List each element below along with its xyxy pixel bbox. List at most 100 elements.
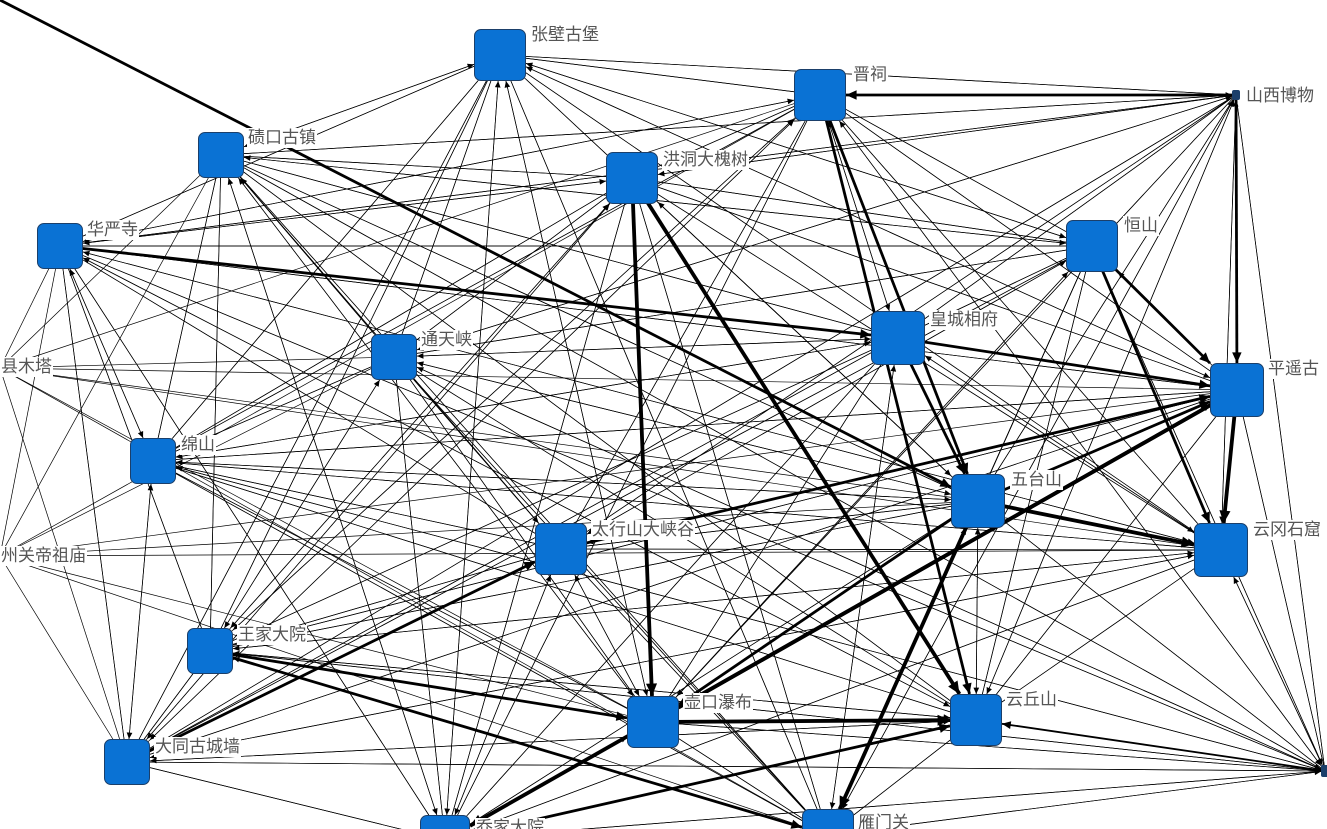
edge-yanmen-zhangbi — [510, 80, 826, 829]
arrowhead-yanmen-shanxi_museum — [1227, 100, 1234, 107]
node-label-yungang: 云冈石窟 — [1252, 520, 1322, 540]
arrowhead-hukou-taihang — [574, 575, 581, 582]
node-jinci[interactable] — [794, 69, 846, 121]
arrowhead-hengshan-qikou — [244, 155, 251, 161]
node-label-wutai: 五台山 — [1010, 470, 1063, 490]
edge-huayan-jinci — [59, 99, 795, 247]
node-wangjia[interactable] — [187, 628, 233, 674]
edge-datong-shanxi_museum — [126, 97, 1233, 763]
edge-taihang-wutai — [560, 503, 952, 550]
node-qiaojia[interactable] — [420, 815, 470, 829]
node-east_edge[interactable] — [1321, 765, 1327, 777]
arrowhead-yungang-huayan — [83, 250, 90, 257]
node-taihang[interactable] — [535, 523, 587, 575]
arrowhead-east_edge-yungang — [1233, 577, 1240, 584]
arrowhead-datong-yungang — [1187, 553, 1194, 560]
edge-wangjia-hongdong — [209, 203, 610, 652]
edge-wutai-hongdong — [657, 202, 979, 502]
node-tongtian[interactable] — [371, 334, 417, 380]
node-hengshan[interactable] — [1066, 220, 1118, 272]
edge-muta-hukou — [0, 367, 654, 723]
arrowhead-taihang-hukou — [633, 689, 640, 696]
arrowhead-yunqiu-huayan — [83, 257, 90, 264]
edge-east_edge-hukou — [678, 723, 1326, 772]
edge-taihang-huayan — [82, 259, 562, 550]
node-shanxi_museum[interactable] — [1232, 90, 1240, 100]
edge-huayan-huangcheng — [59, 244, 872, 337]
edge-hengshan-zhangbi — [525, 63, 1093, 247]
node-mianshan[interactable] — [130, 438, 176, 484]
node-label-qiaojia: 乔家大院 — [475, 818, 545, 829]
node-label-hukou: 壶口瀑布 — [683, 693, 753, 713]
arrowhead-huayan-jinci — [787, 98, 794, 105]
arrowhead-hukou-hengshan — [1061, 272, 1069, 279]
edge-hongdong-jinci — [631, 106, 795, 179]
edge-east_edge-huayan — [82, 255, 1326, 772]
edge-yungang-shanxi_museum — [1220, 99, 1237, 551]
edge-yunqiu-qikou — [243, 171, 977, 721]
node-yunqiu[interactable] — [950, 694, 1002, 746]
node-hukou[interactable] — [627, 696, 679, 748]
arrowhead-wangjia-hukou — [615, 711, 627, 721]
arrowhead-huangcheng-wutai — [955, 462, 965, 474]
arrowhead-huayan-yunqiu — [943, 701, 950, 707]
edge-guandi-yungang — [0, 549, 1222, 557]
edge-muta-tongtian — [0, 356, 395, 369]
arrowhead-shanxi_museum-yunqiu — [986, 687, 992, 694]
edge-wutai-shanxi_museum — [977, 99, 1234, 502]
edge-jinci-zhangbi — [525, 57, 821, 96]
edge-datong-pingyao — [126, 398, 1211, 763]
node-qikou[interactable] — [198, 132, 244, 178]
node-zhangbi[interactable] — [474, 29, 526, 81]
node-yanmen[interactable] — [802, 809, 854, 829]
node-huangcheng[interactable] — [871, 311, 925, 365]
edge-huangcheng-shanxi_museum — [897, 97, 1233, 339]
node-label-zhangbi: 张壁古堡 — [530, 25, 600, 45]
edge-shanxi_museum-pingyao — [1234, 94, 1239, 364]
edge-qiaojia-tongtian — [396, 379, 445, 829]
arrowhead-tongtian-shanxi_museum — [1225, 95, 1232, 101]
node-pingyao[interactable] — [1210, 363, 1264, 417]
arrowhead-mianshan-huangcheng — [864, 340, 871, 347]
arrowhead-muta-wutai — [939, 478, 951, 488]
node-datong[interactable] — [104, 739, 150, 785]
edge-wutai-mianshan — [175, 461, 979, 502]
node-label-datong: 大同古城墙 — [154, 737, 241, 757]
arrowhead-shanxi_museum-pingyao — [1232, 352, 1242, 363]
edge-tongtian-shanxi_museum — [393, 95, 1233, 358]
edge-huangcheng-qikou — [243, 160, 899, 339]
arrowhead-hengshan-zhangbi — [526, 62, 533, 69]
node-yungang[interactable] — [1194, 523, 1248, 577]
edge-muta-wutai — [0, 0, 952, 489]
arrowhead-east_edge-tongtian — [417, 367, 424, 373]
node-huayan[interactable] — [37, 223, 83, 269]
edge-hengshan-yungang — [1090, 245, 1211, 524]
edge-hongdong-yunqiu — [630, 176, 962, 696]
edge-datong-huayan — [62, 268, 128, 763]
arrowhead-hukou-yunqiu — [937, 714, 950, 726]
edge-jinci-yunqiu — [818, 94, 971, 695]
edge-pingyao-hongdong — [657, 186, 1238, 391]
edge-east_edge-datong — [149, 761, 1326, 772]
edge-datong-huangcheng — [126, 352, 872, 763]
node-label-huayan: 华严寺 — [86, 220, 139, 240]
node-label-qikou: 碛口古镇 — [247, 128, 317, 148]
edge-yunqiu-shanxi_museum — [975, 99, 1235, 721]
edge-east_edge-yungang — [1233, 576, 1326, 772]
arrowhead-datong-taihang — [523, 561, 535, 571]
arrowhead-east_edge-yunqiu — [1002, 721, 1012, 729]
node-label-huangcheng: 皇城相府 — [929, 310, 999, 330]
arrowhead-huayan-mianshan — [137, 431, 144, 438]
edge-yunqiu-wutai — [975, 527, 979, 721]
arrowhead-wutai-yungang — [1180, 536, 1194, 548]
edge-guandi-hukou — [0, 555, 654, 723]
arrowhead-hukou-zhangbi — [504, 81, 511, 88]
edge-huayan-hongdong — [59, 180, 607, 247]
edge-pingyao-zhangbi — [525, 66, 1238, 391]
node-wutai[interactable] — [951, 474, 1005, 528]
edge-yanmen-tongtian — [414, 379, 824, 829]
node-hongdong[interactable] — [606, 152, 658, 204]
edge-hongdong-qikou — [243, 155, 633, 179]
edge-hengshan-hongdong — [657, 181, 1093, 247]
